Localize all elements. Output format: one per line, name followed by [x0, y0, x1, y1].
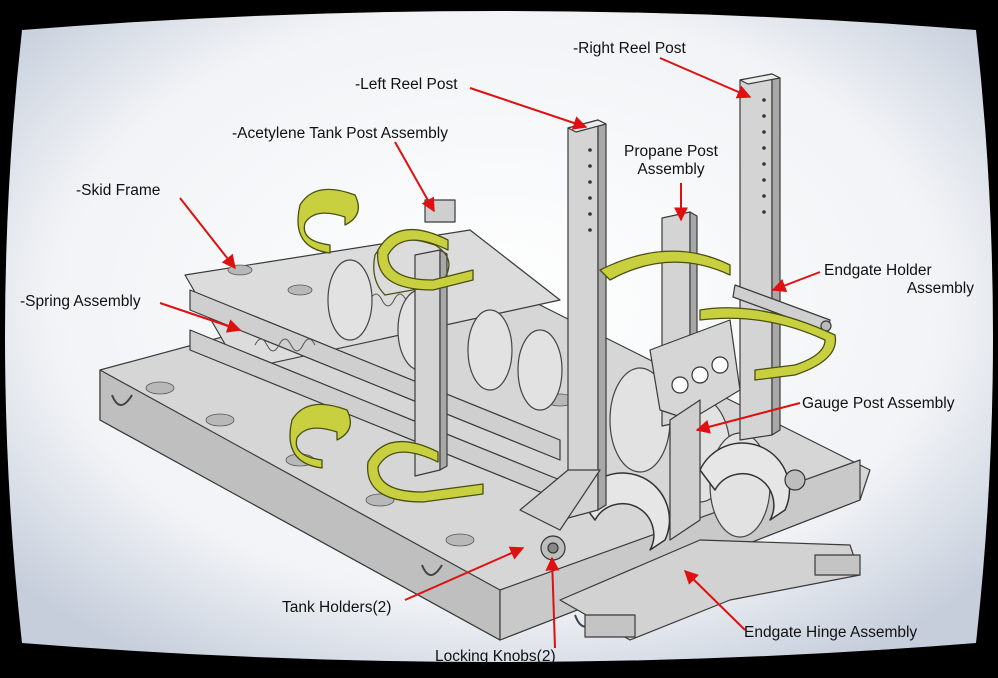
- arrow-locking-knobs: [545, 556, 560, 649]
- label-acetylene-tank-post: -Acetylene Tank Post Assembly: [232, 125, 448, 142]
- arrow-spring-assembly: [159, 302, 242, 333]
- arrow-left-reel-post: [469, 87, 588, 130]
- arrow-right-reel-post: [659, 57, 752, 99]
- label-skid-frame: -Skid Frame: [76, 182, 161, 199]
- label-tank-holders: Tank Holders(2): [282, 599, 392, 616]
- endgate-hinge-shape: [559, 539, 861, 641]
- label-endgate-holder-line2: Assembly: [906, 280, 974, 297]
- gauge-post-shape: [649, 319, 741, 541]
- arrow-gauge-post: [695, 402, 801, 434]
- left-reel-post-shape: [519, 119, 607, 531]
- label-locking-knobs: Locking Knobs(2): [435, 648, 556, 665]
- label-right-reel-post: -Right Reel Post: [573, 40, 686, 57]
- label-spring-assembly: -Spring Assembly: [20, 293, 141, 310]
- label-gauge-post: Gauge Post Assembly: [802, 395, 955, 412]
- right-reel-post-shape: [739, 73, 781, 441]
- label-endgate-hinge: Endgate Hinge Assembly: [744, 624, 918, 641]
- arrow-tank-holders: [404, 546, 525, 601]
- label-propane-post-line2: Assembly: [637, 161, 705, 178]
- locking-knob-shape: [540, 469, 806, 561]
- tank-straps-shape: [289, 188, 837, 503]
- arrow-acetylene-post: [394, 141, 435, 213]
- label-endgate-holder: Endgate Holder Assembly: [812, 262, 974, 298]
- skid-frame-shape: [99, 229, 871, 641]
- label-propane-post: Propane Post Assembly: [615, 143, 727, 179]
- arrow-endgate-holder: [771, 271, 821, 293]
- acetylene-post-shape: [414, 199, 456, 477]
- endgate-holder-shape: [732, 284, 832, 333]
- arrow-skid-frame: [179, 197, 236, 270]
- label-left-reel-post: -Left Reel Post: [355, 76, 458, 93]
- arrow-endgate-hinge: [684, 570, 746, 631]
- skid-assembly-drawing: [99, 73, 871, 641]
- label-endgate-holder-line1: Endgate Holder: [824, 262, 932, 279]
- annotation-arrows: [159, 57, 821, 649]
- label-propane-post-line1: Propane Post: [624, 143, 718, 160]
